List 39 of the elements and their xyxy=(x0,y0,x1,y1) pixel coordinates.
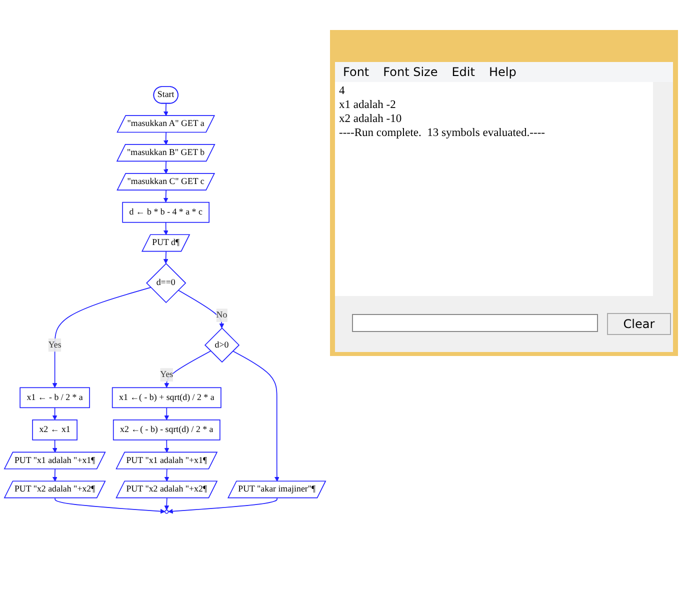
menu-item: Font xyxy=(343,65,370,79)
menu-item: Edit xyxy=(452,65,475,79)
arrow xyxy=(232,350,280,482)
arrow xyxy=(52,468,58,482)
arrow xyxy=(164,498,170,510)
node-circle xyxy=(164,510,169,514)
arrow xyxy=(52,440,58,453)
output-line: x2 adalah -10 xyxy=(339,112,403,126)
arrow xyxy=(168,498,278,514)
node-box: x2 ←( - b) - sqrt(d) / 2 * a xyxy=(112,420,220,440)
arrow xyxy=(163,222,168,236)
output-line: ----Run complete. 13 symbols evaluated.---- xyxy=(339,126,546,140)
clear-button: Clear xyxy=(607,313,671,335)
edge-label: Yes xyxy=(48,340,62,350)
arrow xyxy=(52,287,152,388)
arrow xyxy=(164,407,170,420)
edge-label: Yes xyxy=(160,370,174,380)
menu-item: Font Size xyxy=(383,65,438,79)
arrow xyxy=(54,498,166,514)
node-box: d ← b * b - 4 * a * c xyxy=(122,202,210,223)
menu-item: Help xyxy=(488,65,516,79)
arrow xyxy=(163,103,168,116)
node-box: x2 ← x1 xyxy=(32,420,78,440)
arrow xyxy=(52,407,58,420)
arrow xyxy=(164,440,170,453)
edge-label: No xyxy=(216,310,228,320)
arrow xyxy=(163,132,168,145)
node-box: x1 ←( - b) + sqrt(d) / 2 * a xyxy=(112,387,222,408)
arrow xyxy=(164,468,170,482)
arrow xyxy=(164,350,212,388)
node-box: x1 ← - b / 2 * a xyxy=(20,387,90,408)
arrow xyxy=(163,251,168,264)
node-diamond: d>0 xyxy=(204,328,240,363)
arrow xyxy=(163,190,168,203)
output-line: x1 adalah -2 xyxy=(339,98,397,112)
node-diamond: d==0 xyxy=(146,262,186,304)
arrow xyxy=(163,161,168,174)
output-line: 4 xyxy=(339,84,346,98)
arrow xyxy=(178,290,224,328)
